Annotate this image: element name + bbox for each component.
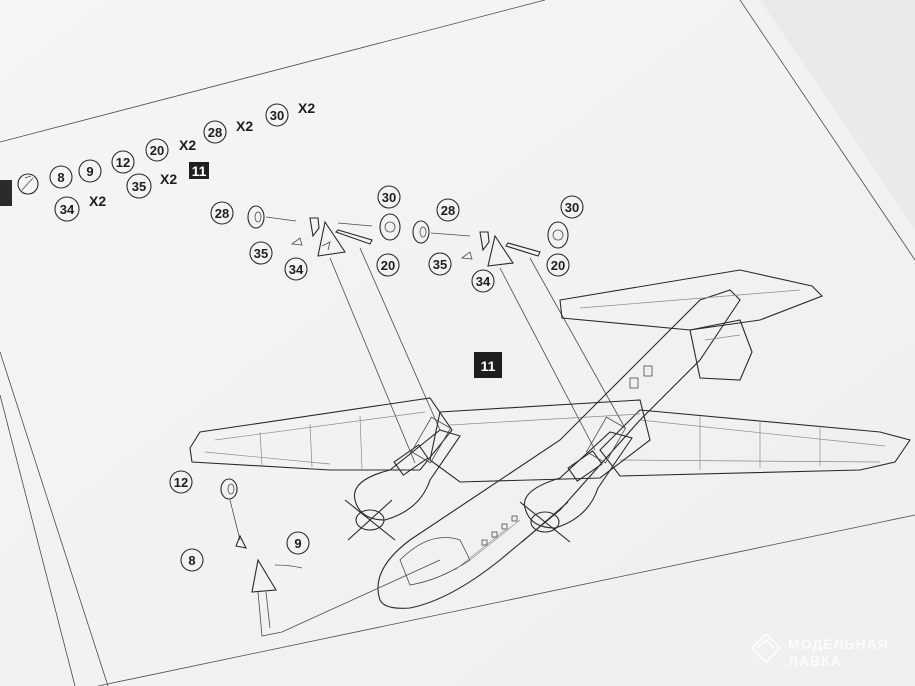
part-number: 20 xyxy=(150,143,164,158)
wheel-part xyxy=(220,478,238,500)
left-main-gear-assembly: 28 30 35 34 20 xyxy=(210,185,441,464)
part-callout: 28 xyxy=(436,198,460,222)
watermark: МОДЕЛЬНАЯ ЛАВКА xyxy=(750,632,889,669)
svg-text:34: 34 xyxy=(476,274,491,289)
part-callout: 12 xyxy=(111,150,135,174)
header-row-1: 8 9 12 20 X2 28 X2 30 X2 xyxy=(0,100,315,206)
gear-door xyxy=(251,558,277,593)
part-callout: 34 xyxy=(54,196,80,222)
part-callout: 28 xyxy=(203,120,227,144)
hub-part xyxy=(379,213,401,241)
svg-text:8: 8 xyxy=(188,553,195,568)
svg-text:9: 9 xyxy=(294,536,301,551)
part-callout: 12 xyxy=(169,470,193,494)
right-main-gear-assembly: 28 30 35 34 20 xyxy=(412,195,626,451)
part-callout: 20 xyxy=(376,253,400,277)
part-number: 12 xyxy=(116,155,130,170)
part-callout: 28 xyxy=(210,201,234,225)
quantity-label: X2 xyxy=(160,171,177,187)
step-badge: 11 xyxy=(474,352,502,378)
gear-leg xyxy=(479,231,490,252)
svg-text:28: 28 xyxy=(441,203,455,218)
svg-text:34: 34 xyxy=(289,262,304,277)
part-number: 35 xyxy=(132,179,146,194)
part-callout: 30 xyxy=(560,195,584,219)
fuselage-windows xyxy=(481,365,653,546)
quantity-label: X2 xyxy=(298,100,315,116)
svg-text:20: 20 xyxy=(381,258,395,273)
part-number: 34 xyxy=(60,202,75,217)
quantity-label: X2 xyxy=(89,193,106,209)
svg-text:30: 30 xyxy=(565,200,579,215)
part-number: 8 xyxy=(57,170,64,185)
propeller xyxy=(344,499,396,541)
gear-leg xyxy=(309,217,320,238)
part-callout: 9 xyxy=(286,531,310,555)
aircraft-drawing xyxy=(189,269,911,609)
part-callout: 35 xyxy=(126,173,152,199)
svg-text:30: 30 xyxy=(382,190,396,205)
svg-text:28: 28 xyxy=(215,206,229,221)
quantity-label: X2 xyxy=(179,137,196,153)
hub-part xyxy=(547,221,569,249)
svg-text:20: 20 xyxy=(551,258,565,273)
quantity-label: X2 xyxy=(236,118,253,134)
gear-door xyxy=(317,220,346,257)
part-callout: 35 xyxy=(249,241,273,265)
part-callout: 30 xyxy=(377,185,401,209)
nose-gear-assembly: 12 8 9 xyxy=(169,470,441,637)
wheel-part xyxy=(247,205,265,229)
header-row-2: 34 X2 35 X2 11 xyxy=(54,162,209,222)
glue-icon xyxy=(17,173,39,195)
part-callout: 20 xyxy=(145,138,169,162)
step-number: 11 xyxy=(481,358,496,374)
cut-icon xyxy=(0,180,12,206)
part-callout: 8 xyxy=(180,548,204,572)
watermark-line-2: ЛАВКА xyxy=(788,653,842,669)
part-callout: 8 xyxy=(49,165,73,189)
part-number: 30 xyxy=(270,108,284,123)
part-callout: 34 xyxy=(284,257,308,281)
svg-text:35: 35 xyxy=(433,257,447,272)
part-callout: 30 xyxy=(265,103,289,127)
retraction-arm xyxy=(334,229,373,245)
retraction-arm xyxy=(505,242,541,257)
gear-door xyxy=(487,234,514,267)
part-callout: 34 xyxy=(471,269,495,293)
step-number-badge: 11 xyxy=(189,162,209,179)
svg-text:35: 35 xyxy=(254,246,268,261)
svg-text:12: 12 xyxy=(174,475,188,490)
part-callout: 9 xyxy=(78,159,102,183)
part-callout: 20 xyxy=(546,253,570,277)
part-number: 28 xyxy=(208,125,222,140)
part-number: 9 xyxy=(86,164,93,179)
watermark-line-1: МОДЕЛЬНАЯ xyxy=(788,636,889,652)
wheel-part xyxy=(412,220,430,244)
step-number: 11 xyxy=(192,163,207,179)
watermark-logo-icon xyxy=(750,632,782,664)
part-callout: 35 xyxy=(428,252,452,276)
